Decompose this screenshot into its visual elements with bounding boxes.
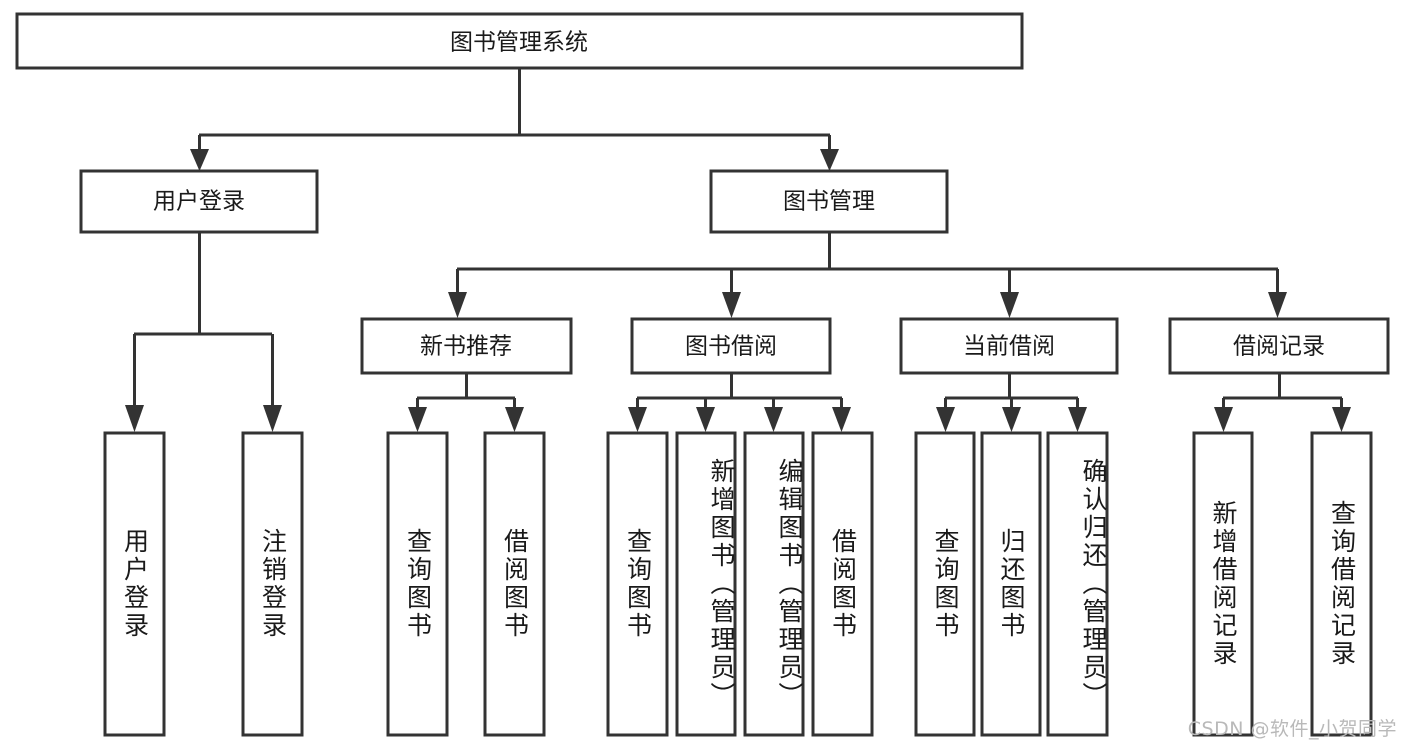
node-new-book-recommend[interactable]: 新书推荐 [360,317,573,375]
node-book-manage-label: 图书管理 [783,189,875,215]
leaf-box-bb-add-book[interactable] [675,431,737,737]
node-borrow-record[interactable]: 借阅记录 [1168,317,1390,375]
arrow-bb-leaf4 [832,407,851,432]
csdn-watermark: CSDN @软件_小贺同学 [1187,718,1397,740]
arrow-ul-leaf2 [263,405,282,432]
leaf-box-nbr-query-book[interactable] [386,431,449,737]
leaf-box-logout[interactable] [241,431,304,737]
arrow-nbr-leaf2 [505,407,524,432]
arrow-cb-leaf2 [1002,407,1021,432]
leaf-box-bb-borrow-book[interactable] [811,431,874,737]
node-book-manage-box [709,169,949,234]
arrow-bb-leaf2 [696,407,715,432]
node-book-borrow[interactable]: 图书借阅 [630,317,832,375]
arrow-to-current-borrow [1000,292,1019,318]
node-book-manage[interactable]: 图书管理 [709,169,949,234]
node-new-book-box [360,317,573,375]
node-root-label: 图书管理系统 [450,30,588,56]
arrow-to-user-login [190,149,209,171]
node-root-box [15,12,1024,70]
arrow-nbr-leaf1 [408,407,427,432]
arrow-cb-leaf1 [936,407,955,432]
leaf-box-br-add-record[interactable] [1192,431,1254,737]
arrow-ul-leaf1 [125,405,144,432]
arrow-to-borrow-record [1268,292,1287,318]
leaf-box-cb-confirm-return[interactable] [1046,431,1109,737]
node-book-borrow-box [630,317,832,375]
arrow-to-new-book [448,292,467,318]
node-root[interactable]: 图书管理系统 [15,12,1024,70]
node-borrow-record-label: 借阅记录 [1233,334,1325,360]
node-current-borrow-label: 当前借阅 [963,334,1055,360]
arrow-to-book-manage [820,149,839,171]
leaf-box-nbr-borrow-book[interactable] [483,431,546,737]
leaf-box-bb-query-book[interactable] [606,431,669,737]
arrow-to-book-borrow [722,292,741,318]
node-book-borrow-label: 图书借阅 [685,334,777,360]
leaf-box-cb-query-book[interactable] [914,431,976,737]
arrow-br-leaf2 [1332,407,1351,432]
node-current-borrow[interactable]: 当前借阅 [899,317,1119,375]
leaf-box-cb-return-book[interactable] [980,431,1042,737]
arrow-cb-leaf3 [1068,407,1087,432]
node-user-login[interactable]: 用户登录 [79,169,319,234]
node-borrow-record-box [1168,317,1390,375]
node-user-login-label: 用户登录 [153,189,245,215]
leaf-box-br-query-record[interactable] [1310,431,1373,737]
leaf-box-bb-edit-book[interactable] [743,431,805,737]
arrow-bb-leaf3 [764,407,783,432]
arrow-br-leaf1 [1214,407,1233,432]
node-current-borrow-box [899,317,1119,375]
leaf-box-user-login[interactable] [103,431,166,737]
arrow-bb-leaf1 [628,407,647,432]
node-new-book-label: 新书推荐 [420,334,512,360]
